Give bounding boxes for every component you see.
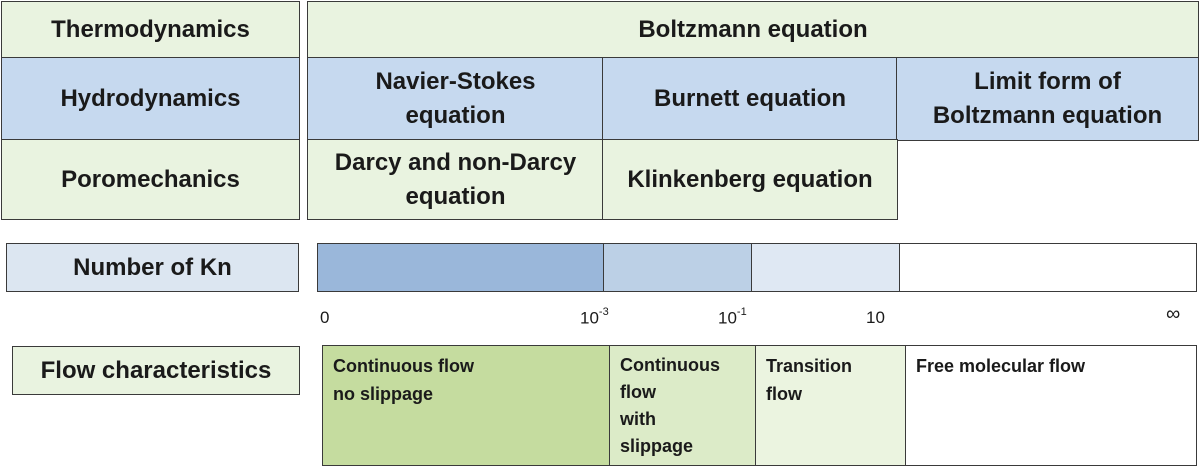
flow-free-molecular-text: Free molecular flow <box>916 356 1086 376</box>
kn-tick-2: 10-1 <box>718 306 747 329</box>
burnett-text: Burnett equation <box>654 85 846 112</box>
flow-continuous-with-slippage: Continuous flow with slippage <box>609 345 757 466</box>
kn-tick-3: 10 <box>866 308 885 328</box>
kn-segment-3 <box>899 243 1197 292</box>
row-label-thermodynamics: Thermodynamics <box>1 1 300 59</box>
flow-characteristics-label: Flow characteristics <box>12 346 300 395</box>
klinkenberg-box: Klinkenberg equation <box>602 139 898 220</box>
kn-tick-4-base: ∞ <box>1166 303 1181 325</box>
kn-segment-1 <box>603 243 753 292</box>
navier-stokes-box: Navier-Stokes equation <box>307 57 604 141</box>
flow-transition-line1: Transition <box>766 356 853 376</box>
kn-tick-1-exp: -3 <box>598 306 609 318</box>
flow-free-molecular: Free molecular flow <box>905 345 1197 466</box>
poromechanics-text: Poromechanics <box>61 165 240 193</box>
darcy-box: Darcy and non-Darcy equation <box>307 139 604 220</box>
hydrodynamics-text: Hydrodynamics <box>60 85 241 112</box>
flow-transition: Transition flow <box>755 345 907 466</box>
flow-cws-line3: with <box>620 409 656 429</box>
boltzmann-equation-box: Boltzmann equation <box>307 1 1199 59</box>
kn-tick-1: 10-3 <box>580 306 609 329</box>
flow-continuous-no-slippage: Continuous flow no slippage <box>322 345 611 466</box>
number-of-kn-text: Number of Kn <box>73 253 232 281</box>
kn-tick-0: 0 <box>320 308 329 328</box>
klinkenberg-text: Klinkenberg equation <box>627 165 873 193</box>
flow-cns-line2: no slippage <box>333 384 434 404</box>
burnett-box: Burnett equation <box>602 57 898 141</box>
boltzmann-text: Boltzmann equation <box>638 16 868 43</box>
kn-tick-1-base: 10 <box>580 308 599 328</box>
number-of-kn-label: Number of Kn <box>6 243 299 292</box>
limit-form-box: Limit form of Boltzmann equation <box>896 57 1199 141</box>
darcy-line1: Darcy and non-Darcy <box>334 148 577 176</box>
flow-characteristics-text: Flow characteristics <box>40 356 272 384</box>
kn-segment-2 <box>751 243 901 292</box>
darcy-line2: equation <box>405 182 506 210</box>
limit-form-line2: Boltzmann equation <box>932 102 1163 129</box>
row-label-hydrodynamics: Hydrodynamics <box>1 57 300 141</box>
kn-tick-3-base: 10 <box>866 308 885 327</box>
navier-stokes-line2: equation <box>405 102 506 129</box>
limit-form-line1: Limit form of <box>974 68 1121 95</box>
flow-cws-line1: Continuous <box>620 355 720 375</box>
kn-tick-0-base: 0 <box>320 308 330 327</box>
navier-stokes-line1: Navier-Stokes <box>375 68 536 95</box>
kn-tick-2-exp: -1 <box>736 306 747 318</box>
flow-transition-line2: flow <box>766 384 802 404</box>
thermodynamics-text: Thermodynamics <box>51 16 250 43</box>
flow-cns-line1: Continuous flow <box>333 356 474 376</box>
kn-tick-2-base: 10 <box>718 308 737 328</box>
flow-cws-line4: slippage <box>620 436 694 456</box>
kn-segment-0 <box>317 243 605 292</box>
flow-cws-line2: flow <box>620 382 656 402</box>
row-label-poromechanics: Poromechanics <box>1 139 300 220</box>
kn-tick-4: ∞ <box>1166 303 1180 326</box>
